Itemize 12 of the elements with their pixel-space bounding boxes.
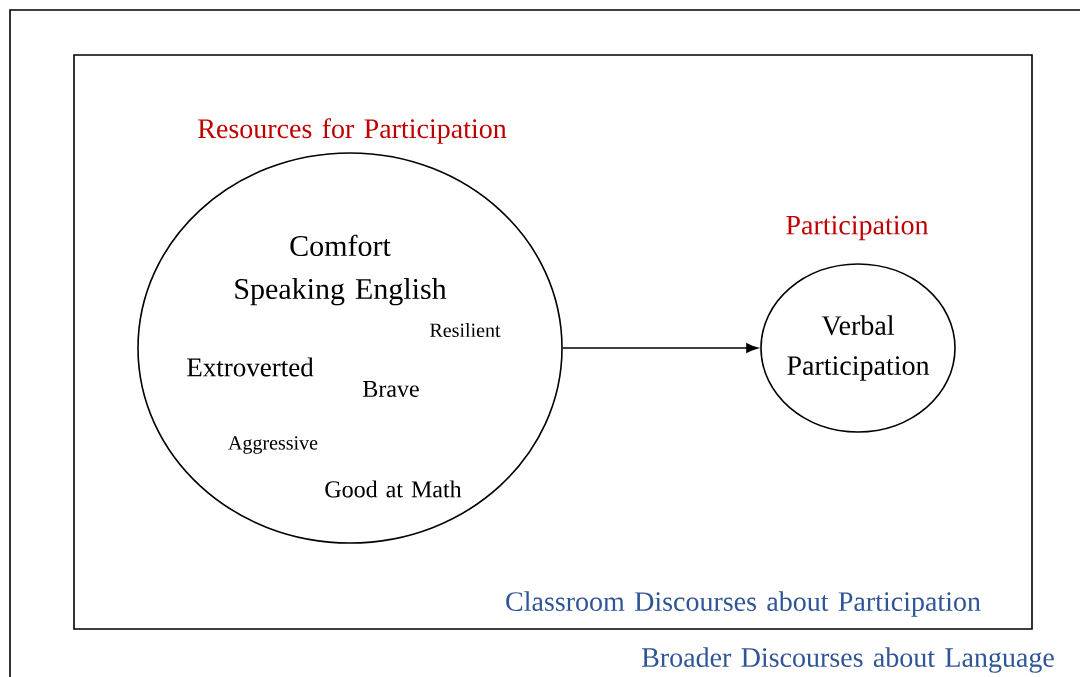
trait-label: Comfort Speaking English	[235, 234, 447, 306]
trait-label: Extroverted	[187, 357, 314, 377]
frame-caption: Classroom Discourses about Participation	[506, 591, 981, 617]
arrow	[562, 343, 759, 353]
group-heading: Resources for Participation	[198, 118, 507, 144]
trait-label: Good at Math	[325, 480, 462, 498]
trait-label: Resilient	[430, 322, 501, 338]
trait-label: Aggressive	[228, 436, 318, 454]
trait-label: Brave	[363, 381, 419, 397]
group-heading: Participation	[786, 215, 929, 241]
circle-label: Verbal Participation	[787, 315, 930, 381]
frame-caption: Broader Discourses about Language	[642, 647, 1054, 673]
